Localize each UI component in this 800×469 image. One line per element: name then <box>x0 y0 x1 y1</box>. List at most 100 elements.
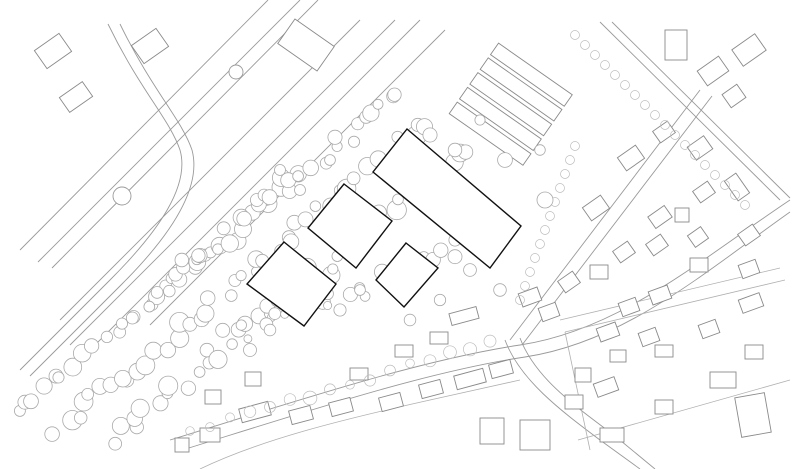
tree-icon <box>294 184 306 196</box>
tree-icon <box>84 338 100 354</box>
tree-icon <box>114 370 132 388</box>
tree-icon <box>354 284 366 296</box>
tree-icon <box>23 393 39 410</box>
tree-icon <box>463 263 477 277</box>
tree-icon <box>540 225 550 235</box>
tree-icon <box>730 190 740 200</box>
tree-icon <box>283 393 297 406</box>
tree-icon <box>565 155 575 165</box>
tree-icon <box>463 342 477 357</box>
roundabout <box>112 186 132 206</box>
tree-icon <box>208 349 228 369</box>
tree-icon <box>199 290 216 306</box>
tree-icon <box>264 401 276 413</box>
tree-icon <box>535 239 545 249</box>
existing-buildings <box>33 18 772 453</box>
tree-icon <box>180 380 196 396</box>
tree-icon <box>274 164 286 176</box>
tree-icon <box>243 343 257 357</box>
tree-icon <box>220 234 239 253</box>
tree-icon <box>423 354 437 368</box>
tree-icon <box>226 338 238 350</box>
tree-icon <box>225 412 235 423</box>
tree-icon <box>100 330 114 343</box>
tree-icon <box>215 322 231 338</box>
tree-icon <box>347 135 360 148</box>
tree-icon <box>534 144 546 156</box>
tree-icon <box>405 358 415 369</box>
proposed-building-southwest <box>245 241 337 327</box>
tree-icon <box>443 345 457 359</box>
tree-icon <box>185 426 195 436</box>
tree-icon <box>640 100 650 110</box>
tree-icon <box>144 341 163 360</box>
tree-icon <box>225 289 238 302</box>
tree-icon <box>158 375 179 396</box>
tree-icon <box>125 311 139 325</box>
tree-icon <box>44 426 60 442</box>
tree-icon <box>610 70 620 80</box>
proposed-building-long <box>372 127 522 270</box>
tree-icon <box>580 40 590 50</box>
tree-icon <box>433 293 447 307</box>
tree-icon <box>545 211 555 221</box>
tree-icon <box>135 355 156 376</box>
tree-icon <box>174 252 190 268</box>
tree-icon <box>520 281 530 291</box>
tree-icon <box>570 141 580 151</box>
tree-icon <box>392 193 404 206</box>
tree-icon <box>261 189 278 206</box>
tree-icon <box>302 159 319 177</box>
tree-icon <box>536 191 554 209</box>
tree-icon <box>150 286 164 299</box>
proposed-buildings <box>245 127 522 327</box>
tree-icon <box>159 341 176 359</box>
tree-icon <box>422 127 438 143</box>
tree-icon <box>216 221 231 236</box>
tree-icon <box>384 364 396 377</box>
tree-icon <box>710 170 720 180</box>
tree-icon <box>292 170 304 182</box>
tree-icon <box>740 200 750 210</box>
tree-icon <box>680 140 690 150</box>
tree-icon <box>493 283 507 297</box>
tree-icon <box>193 366 206 378</box>
tree-icon <box>560 169 570 179</box>
tree-icon <box>650 110 660 120</box>
tree-icon <box>243 405 257 418</box>
tree-icon <box>205 422 215 432</box>
tree-icon <box>52 371 65 384</box>
tree-icon <box>570 30 580 40</box>
tree-icon <box>690 150 700 160</box>
tree-icon <box>235 319 247 331</box>
tree-icon <box>555 183 565 193</box>
tree-icon <box>111 416 130 435</box>
tree-icon <box>263 323 277 337</box>
tree-icon <box>152 395 169 412</box>
tree-icon <box>433 242 449 258</box>
proposed-building-middle <box>307 183 393 270</box>
tree-icon <box>327 263 339 275</box>
tree-icon <box>324 154 336 166</box>
roundabout <box>228 64 244 80</box>
tree-icon <box>345 380 355 390</box>
tree-icon <box>660 120 670 130</box>
tree-icon <box>525 267 535 277</box>
tree-icon <box>364 374 376 387</box>
tree-icon <box>497 152 513 168</box>
tree-icon <box>309 200 322 212</box>
tree-icon <box>590 50 600 60</box>
tree-icon <box>333 303 347 317</box>
tree-icon <box>483 334 497 348</box>
tree-icon <box>620 80 630 90</box>
tree-icon <box>323 300 333 310</box>
tree-icon <box>387 87 402 102</box>
tree-icon <box>35 377 53 395</box>
tree-icon <box>199 342 215 358</box>
tree-icon <box>243 334 253 344</box>
tree-icon <box>73 411 88 425</box>
tree-icon <box>268 307 282 320</box>
tree-icon <box>63 357 83 377</box>
tree-icon <box>474 114 486 126</box>
